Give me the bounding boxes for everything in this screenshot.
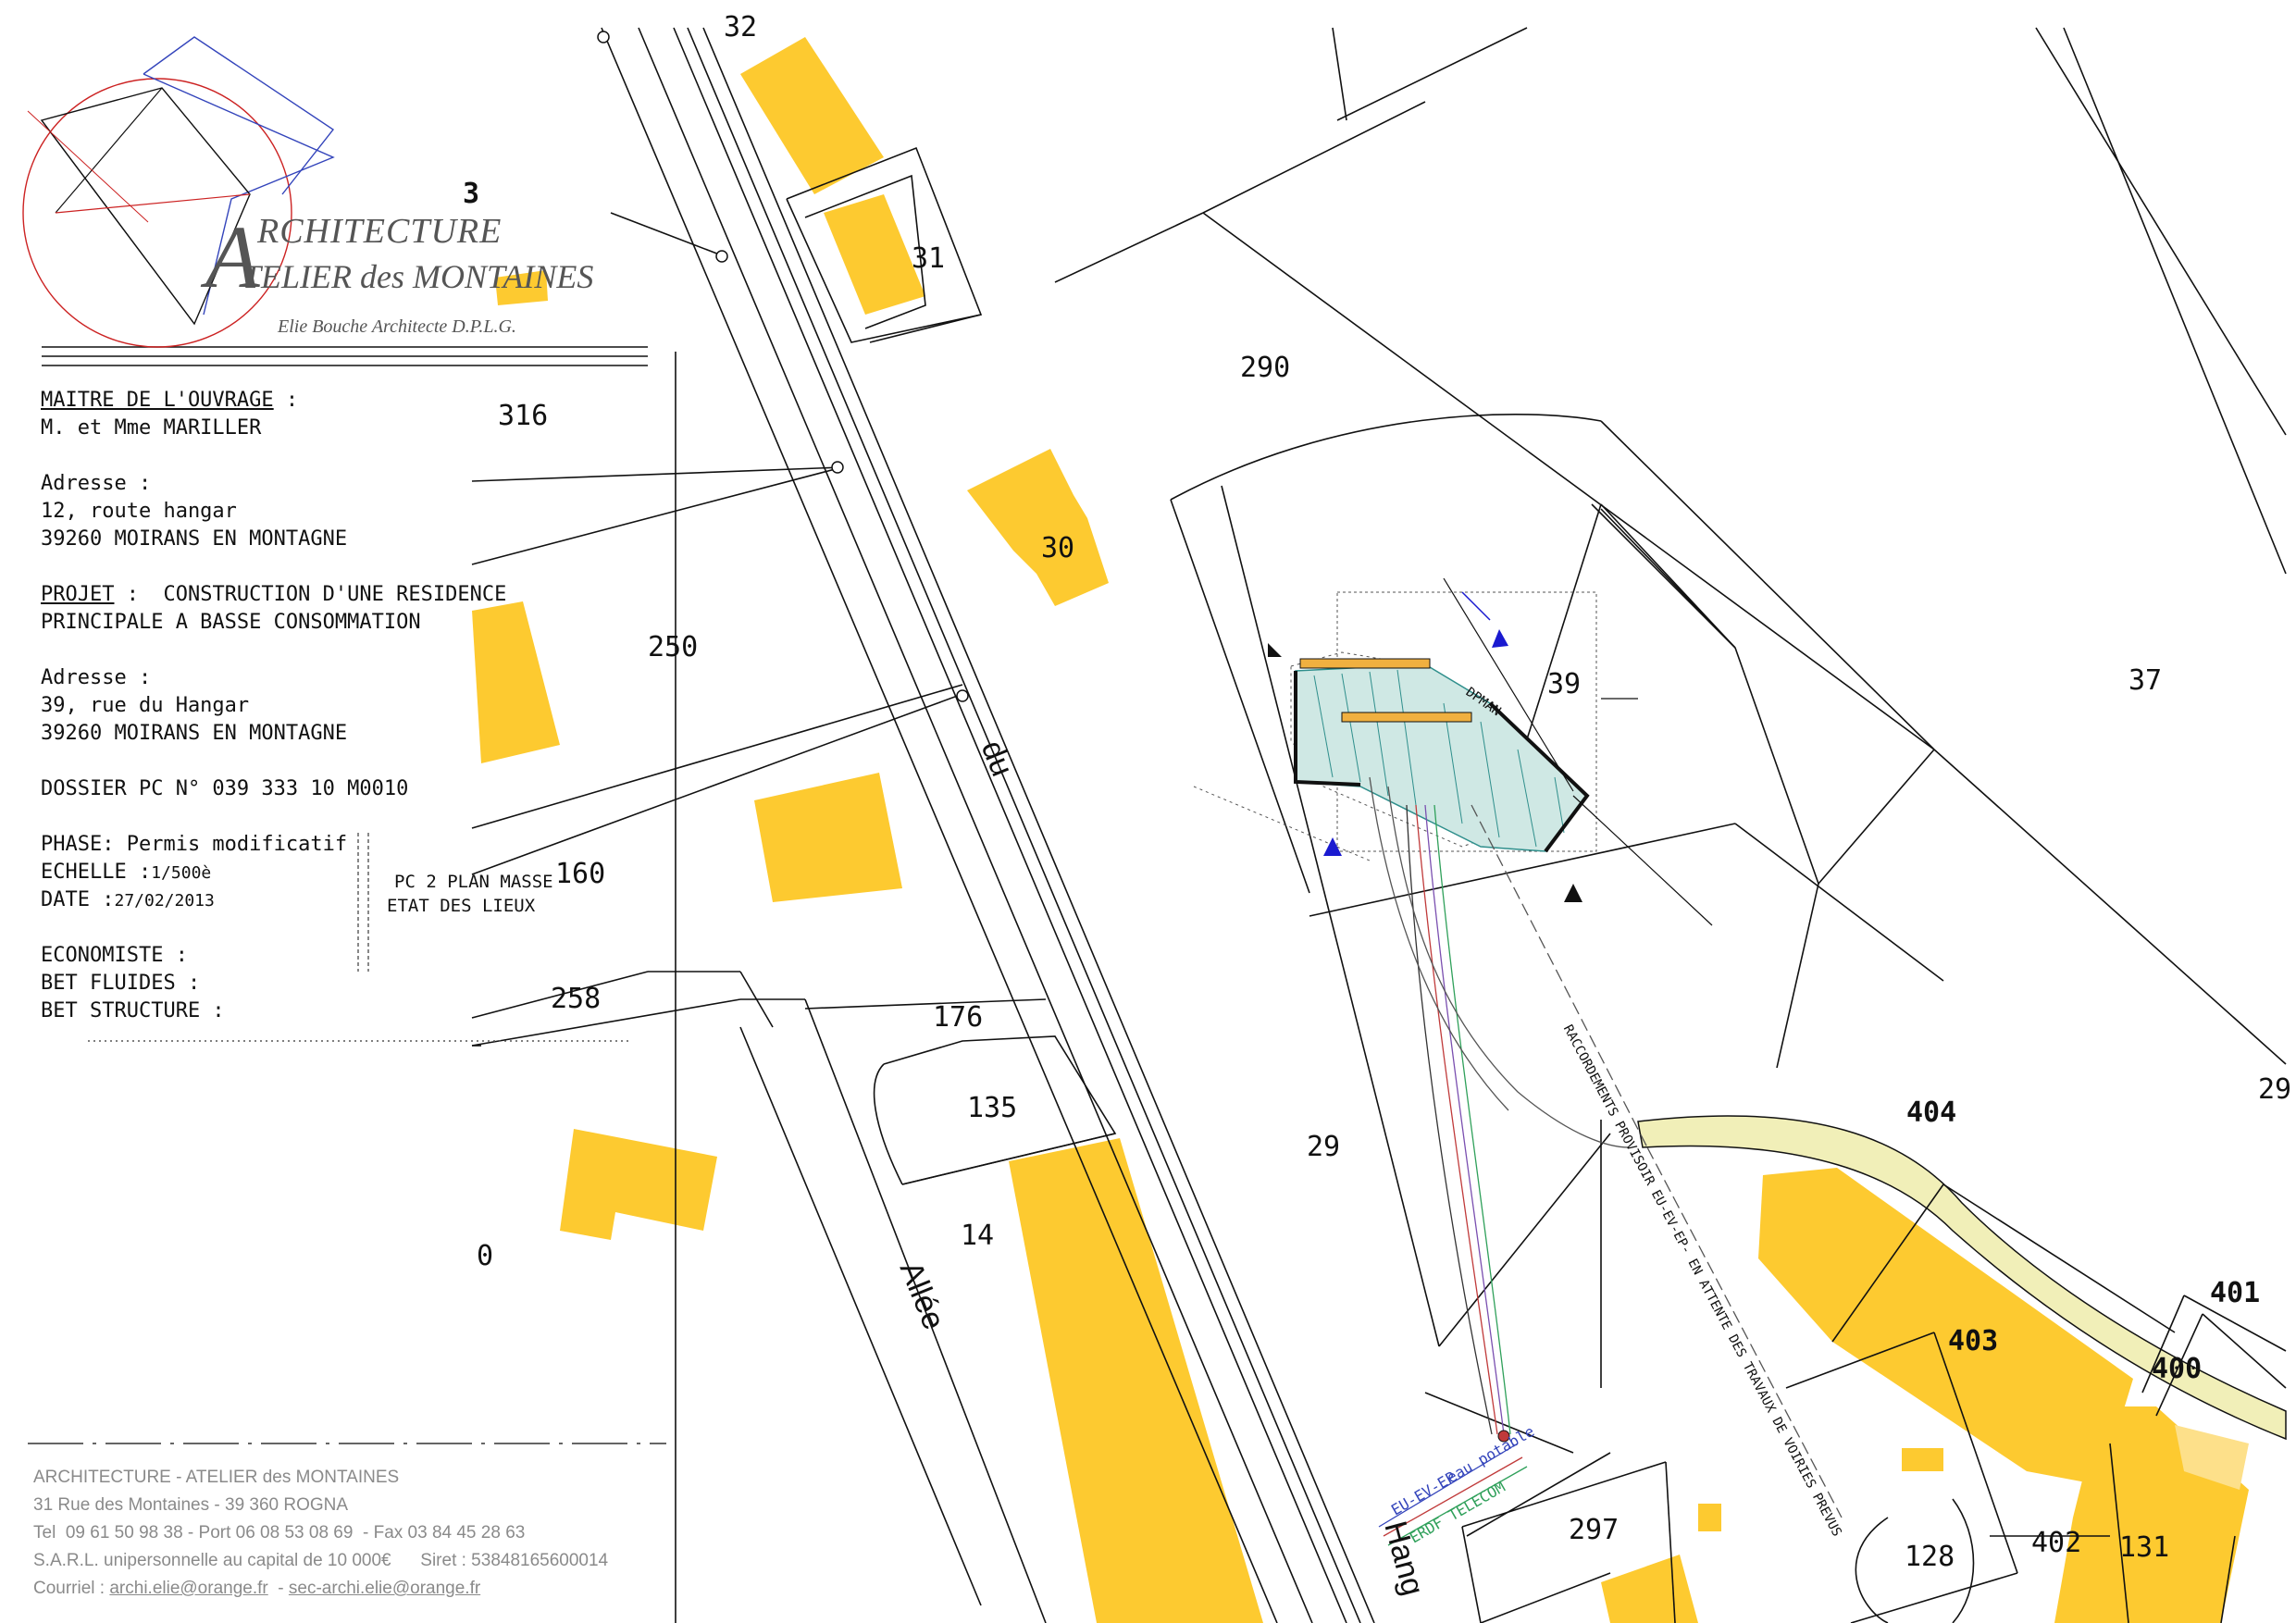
- building-30: [967, 449, 1109, 606]
- dossier: DOSSIER PC N° 039 333 10 M0010: [41, 777, 409, 800]
- building-31: [824, 194, 925, 315]
- logo-atelier: TELIER des MONTAINES: [242, 258, 594, 295]
- parcel-258: 258: [551, 983, 602, 1015]
- parcel-131: 131: [2119, 1531, 2170, 1564]
- footer-courriel: Courriel : archi.elie@orange.fr - sec-ar…: [33, 1579, 480, 1599]
- parcel-176: 176: [933, 1001, 984, 1034]
- projet: PROJET : CONSTRUCTION D'UNE RESIDENCE: [41, 583, 506, 606]
- building-250: [472, 601, 560, 763]
- pc-line1: PC 2 PLAN MASSE: [394, 872, 553, 892]
- footer-line3: Tel 09 61 50 98 38 - Port 06 08 53 08 69…: [33, 1523, 526, 1542]
- echelle: ECHELLE :1/500è: [41, 861, 211, 884]
- parcel-401: 401: [2210, 1277, 2261, 1309]
- parcel-14: 14: [961, 1220, 995, 1252]
- projet-value1: : CONSTRUCTION D'UNE RESIDENCE: [114, 583, 507, 606]
- economiste: ECONOMISTE :: [41, 944, 188, 967]
- building-403: [1758, 1168, 2133, 1485]
- parcel-403: 403: [1948, 1325, 1999, 1357]
- email-link-2[interactable]: sec-archi.elie@orange.fr: [288, 1579, 481, 1598]
- building-small-1: [1902, 1448, 1943, 1471]
- parcel-316: 316: [498, 400, 549, 432]
- parcel-29-right: 29: [2258, 1073, 2292, 1106]
- courriel-label: Courriel :: [33, 1579, 110, 1598]
- parcel-39: 39: [1547, 668, 1582, 700]
- phase: PHASE: Permis modificatif: [41, 833, 348, 856]
- pc-plan-masse: PC 2 PLAN MASSE ETAT DES LIEUX: [387, 870, 553, 918]
- adresse2-line2: 39260 MOIRANS EN MONTAGNE: [41, 722, 348, 745]
- pc-line2: ETAT DES LIEUX: [387, 896, 536, 916]
- building-small-2: [1698, 1504, 1721, 1531]
- building-lightyellow: [2175, 1425, 2249, 1490]
- email-sep: -: [267, 1579, 289, 1598]
- logo-letter: A: [205, 207, 260, 306]
- house-footprint: [1295, 663, 1588, 852]
- parcel-32: 32: [724, 11, 758, 43]
- parcel-0: 0: [477, 1240, 494, 1272]
- parcel-404: 404: [1906, 1096, 1957, 1129]
- cadastral-lines: [42, 27, 2287, 1623]
- buildings: [472, 37, 2249, 1623]
- site-project: [1193, 577, 1843, 1546]
- projet-value2: PRINCIPALE A BASSE CONSOMMATION: [41, 611, 421, 634]
- parcel-135: 135: [967, 1092, 1018, 1124]
- maitre-label: MAITRE DE L'OUVRAGE: [41, 389, 274, 412]
- footer-line2: 31 Rue des Montaines - 39 360 ROGNA: [33, 1495, 349, 1515]
- building-297: [1601, 1555, 1698, 1623]
- parcel-30: 30: [1041, 532, 1075, 564]
- parcel-290: 290: [1240, 352, 1291, 384]
- adresse2-label: Adresse :: [41, 666, 152, 689]
- parcel-29: 29: [1307, 1131, 1341, 1163]
- email-link-1[interactable]: archi.elie@orange.fr: [109, 1579, 268, 1598]
- parcel-400: 400: [2152, 1353, 2203, 1385]
- building-160: [754, 773, 902, 902]
- date-value: 27/02/2013: [114, 891, 215, 911]
- parcel-3: 3: [463, 178, 480, 210]
- parcel-37: 37: [2128, 664, 2163, 697]
- logo-subtitle: Elie Bouche Architecte D.P.L.G.: [278, 316, 516, 337]
- adresse-line1: 12, route hangar: [41, 500, 237, 523]
- road-band: [1637, 1115, 2287, 1441]
- footer-line4: S.A.R.L. unipersonnelle au capital de 10…: [33, 1551, 609, 1570]
- parcel-402: 402: [2031, 1527, 2082, 1559]
- maitre-value: M. et Mme MARILLER: [41, 416, 262, 440]
- maitre-ouvrage: MAITRE DE L'OUVRAGE :: [41, 389, 298, 412]
- logo-geometry: [22, 36, 335, 348]
- adresse-line2: 39260 MOIRANS EN MONTAGNE: [41, 527, 348, 551]
- poles: [597, 31, 969, 702]
- building-14: [1009, 1138, 1263, 1623]
- parcel-128: 128: [1905, 1541, 1955, 1573]
- adresse-label: Adresse :: [41, 472, 152, 495]
- echelle-label: ECHELLE :: [41, 861, 152, 884]
- date: DATE :27/02/2013: [41, 888, 215, 911]
- building-32: [740, 37, 884, 194]
- adresse2-line1: 39, rue du Hangar: [41, 694, 250, 717]
- parcel-160: 160: [555, 858, 606, 890]
- parcel-31: 31: [912, 242, 946, 275]
- footer-line1: ARCHITECTURE - ATELIER des MONTAINES: [33, 1468, 400, 1487]
- projet-label: PROJET: [41, 583, 115, 606]
- building-cartouche-small: [495, 270, 548, 305]
- date-label: DATE :: [41, 888, 115, 911]
- building-0: [560, 1129, 717, 1240]
- logo-architecture: RCHITECTURE: [257, 212, 503, 251]
- parcel-250: 250: [648, 631, 699, 663]
- maitre-colon: :: [273, 389, 299, 412]
- parcel-297: 297: [1569, 1514, 1620, 1546]
- bet-fluides: BET FLUIDES :: [41, 972, 201, 995]
- echelle-value: 1/500è: [151, 863, 212, 883]
- bet-structure: BET STRUCTURE :: [41, 999, 225, 1022]
